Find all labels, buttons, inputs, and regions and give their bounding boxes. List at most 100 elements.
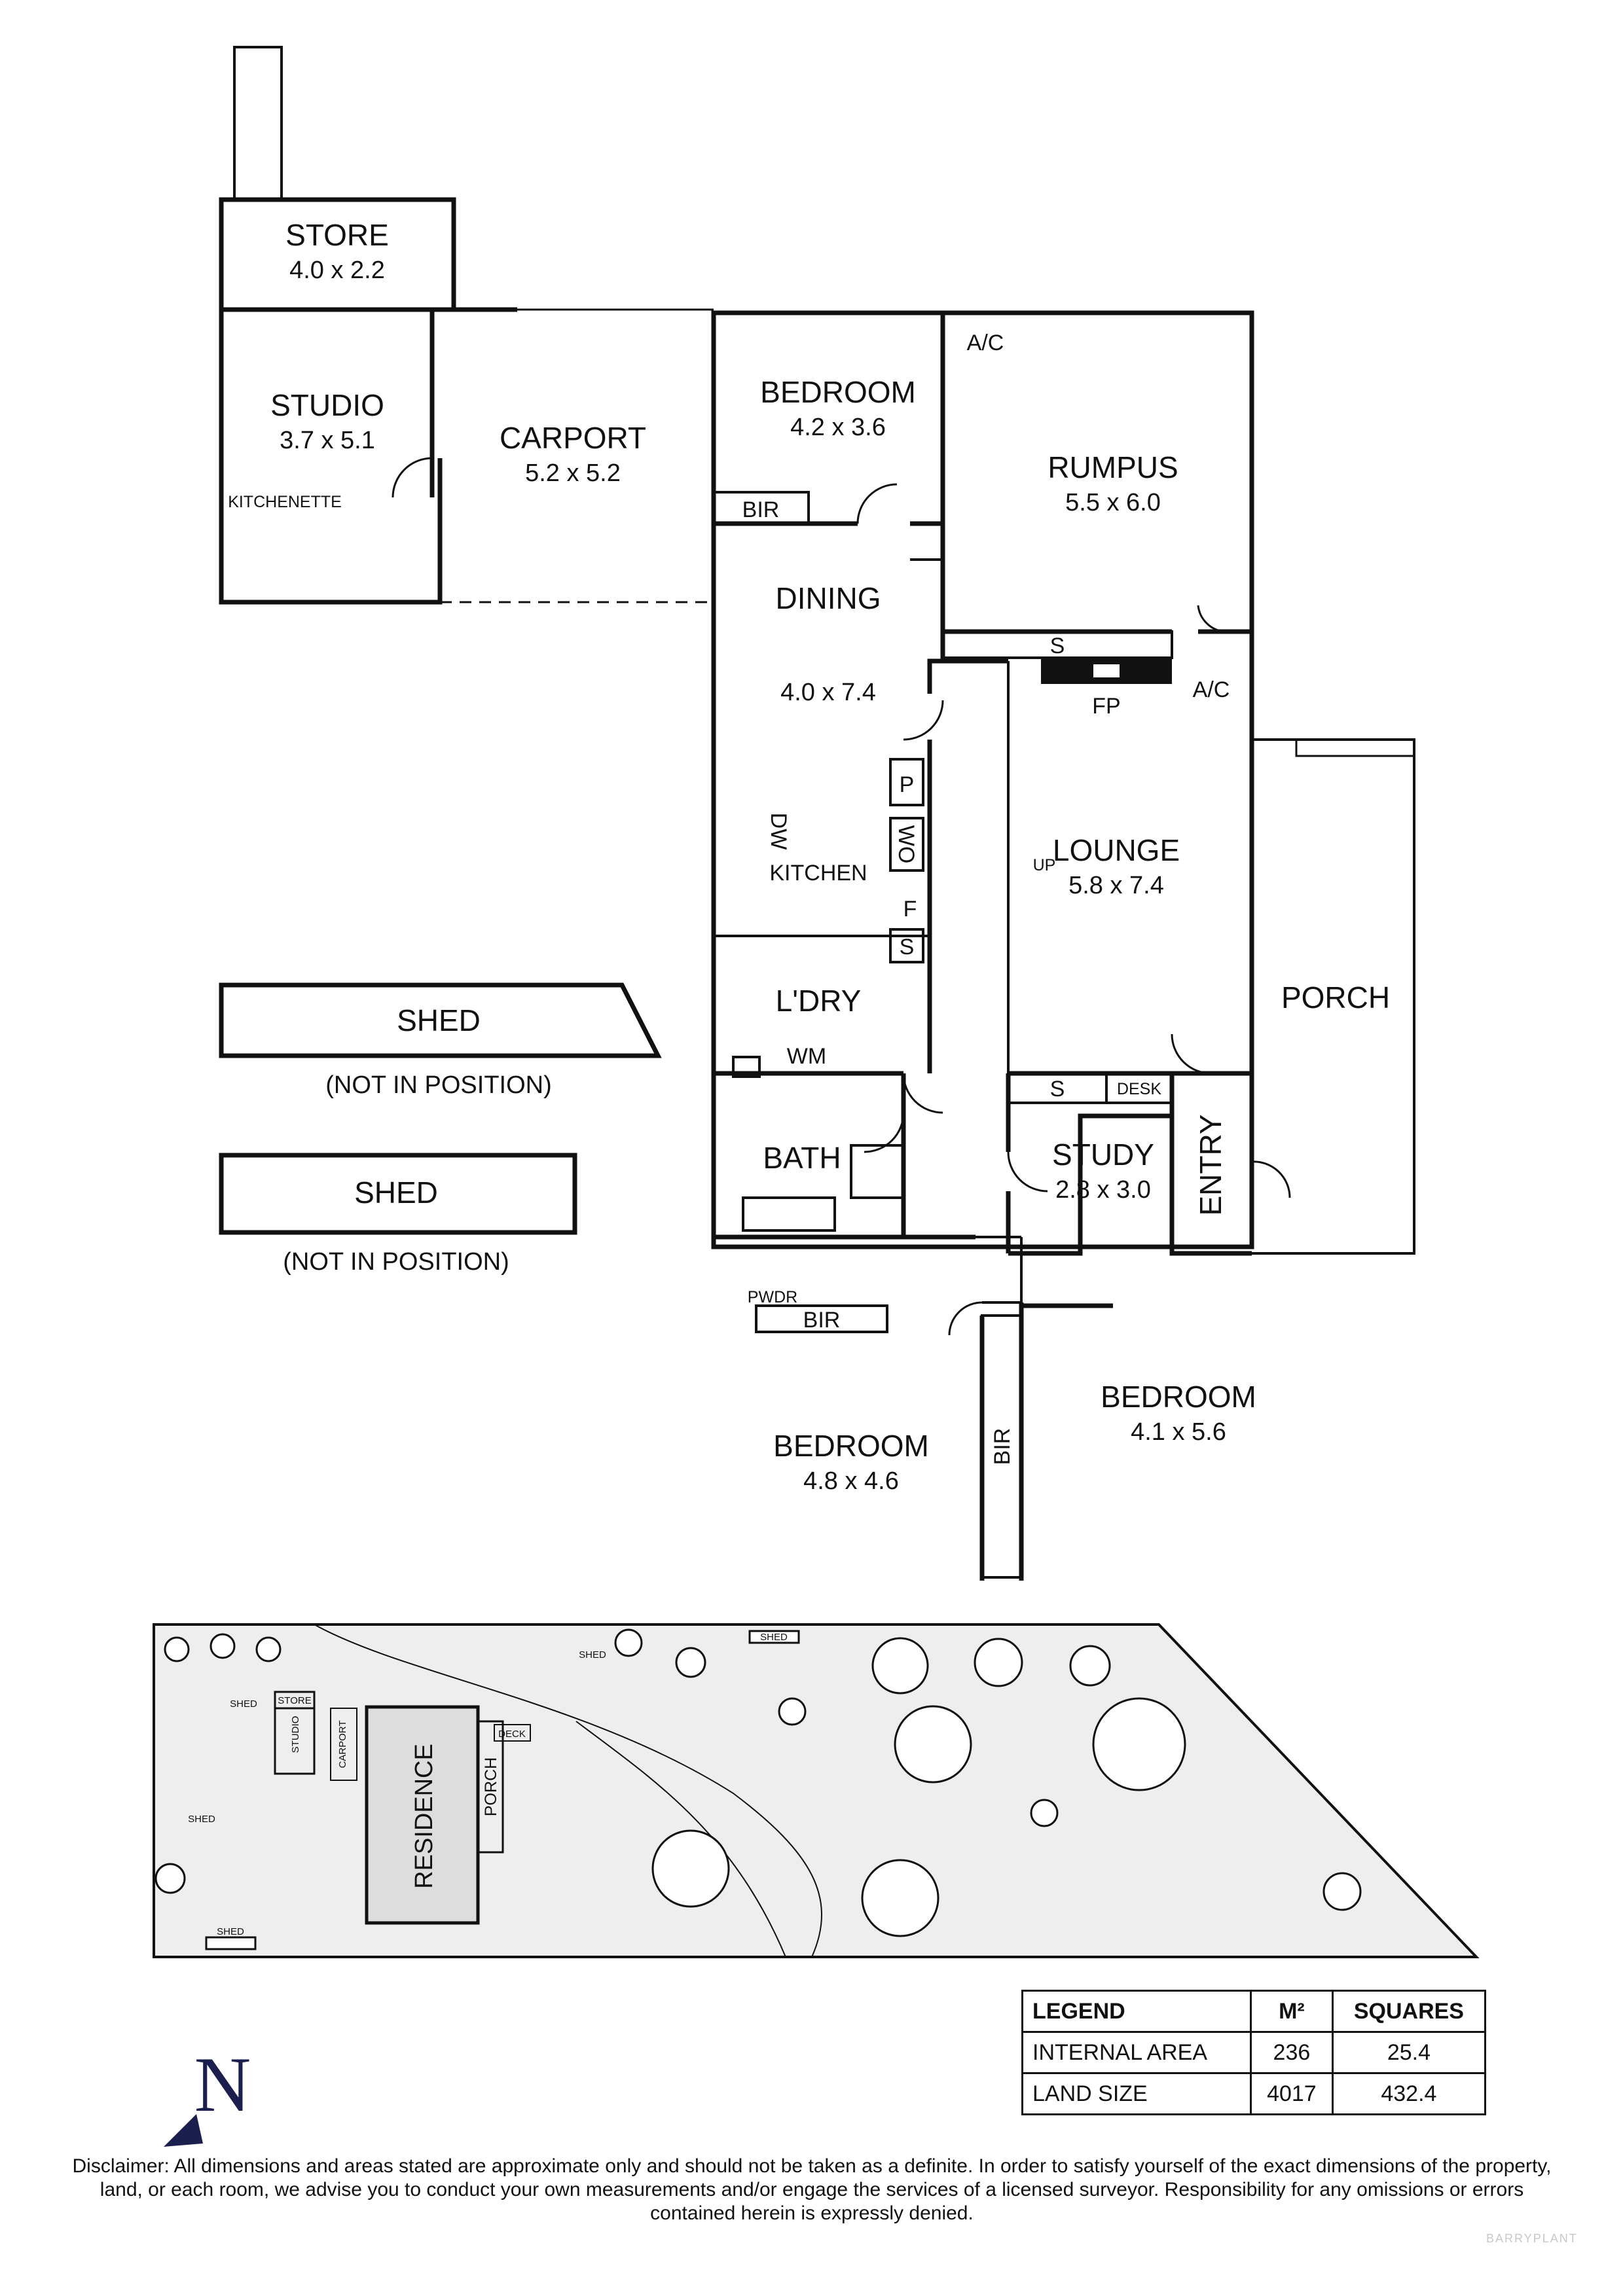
tree bbox=[1092, 1697, 1186, 1791]
lounge-dim: 5.8 x 7.4 bbox=[1068, 872, 1164, 899]
pantry-label: P bbox=[900, 772, 915, 797]
wm-label: WM bbox=[787, 1044, 826, 1069]
laundry-name: L'DRY bbox=[776, 984, 862, 1018]
detached-sheds: SHED (NOT IN POSITION) SHED (NOT IN POSI… bbox=[219, 982, 662, 1276]
bir-label-1: BIR bbox=[742, 497, 780, 522]
entry-name: ENTRY bbox=[1194, 1114, 1228, 1215]
wall-oven-label: WO bbox=[894, 825, 919, 864]
site-store bbox=[274, 1691, 316, 1710]
shed-1-outline bbox=[219, 982, 662, 1058]
porch-name: PORCH bbox=[1281, 980, 1390, 1014]
bedroom1-name: BEDROOM bbox=[760, 375, 916, 409]
legend-row-squares: 432.4 bbox=[1331, 2072, 1487, 2115]
fixture-labels: BIR A/C S FP A/C P DW WO F S WM S DESK U… bbox=[742, 331, 1230, 1465]
pantry-box bbox=[889, 758, 924, 806]
study-name: STUDY bbox=[1052, 1138, 1154, 1172]
external-stairs bbox=[233, 46, 283, 201]
tree bbox=[255, 1636, 282, 1662]
lounge-name: LOUNGE bbox=[1053, 833, 1180, 867]
bedroom3-name: BEDROOM bbox=[1101, 1380, 1256, 1414]
studio-name: STUDIO bbox=[270, 388, 384, 422]
carport-door bbox=[392, 457, 433, 498]
shelf-label-1: S bbox=[1050, 634, 1065, 658]
tree bbox=[778, 1697, 807, 1726]
bir-box-2 bbox=[755, 1304, 888, 1333]
study-door bbox=[1007, 1151, 1048, 1193]
bir-label-2: BIR bbox=[803, 1308, 841, 1333]
bedroom-rumpus-wall bbox=[910, 313, 945, 526]
legend-header-row: LEGEND M² SQUARES bbox=[1021, 1990, 1487, 2033]
desk-box bbox=[1105, 1072, 1173, 1104]
rumpus-dim: 5.5 x 6.0 bbox=[1065, 489, 1161, 516]
lounge-entry-door bbox=[1171, 1033, 1212, 1075]
tree bbox=[675, 1647, 706, 1678]
watermark: BARRYPLANT bbox=[1486, 2232, 1578, 2245]
washing-machine bbox=[732, 1056, 761, 1078]
floor-plan-walls bbox=[219, 46, 1415, 1581]
tree bbox=[1322, 1872, 1362, 1911]
legend-row-squares: 25.4 bbox=[1331, 2031, 1487, 2074]
store-name: STORE bbox=[285, 218, 389, 252]
store-walls bbox=[219, 197, 456, 312]
shower bbox=[850, 1144, 905, 1199]
legend-row: INTERNAL AREA 236 25.4 bbox=[1021, 2031, 1487, 2074]
bedroom3-dim: 4.1 x 5.6 bbox=[1131, 1418, 1226, 1446]
site-porch bbox=[477, 1720, 504, 1854]
studio-dim: 3.7 x 5.1 bbox=[280, 427, 375, 454]
legend-row-label: LAND SIZE bbox=[1021, 2072, 1252, 2115]
shelf-label-2: S bbox=[900, 935, 915, 960]
wall-stub bbox=[910, 524, 944, 561]
kitchen-name: KITCHEN bbox=[769, 861, 867, 886]
tree bbox=[1069, 1645, 1111, 1687]
shed-1-note: (NOT IN POSITION) bbox=[325, 1071, 552, 1099]
site-shed-small-label: SHED bbox=[188, 1814, 215, 1825]
site-deck bbox=[494, 1724, 531, 1742]
bir-box-3 bbox=[981, 1314, 1023, 1579]
bedroom2-door bbox=[948, 1301, 983, 1336]
shed-2-label: SHED bbox=[354, 1175, 438, 1210]
dishwasher-label: DW bbox=[766, 813, 791, 850]
tree bbox=[164, 1636, 190, 1662]
ac-label-2: A/C bbox=[1193, 677, 1230, 702]
tree bbox=[614, 1628, 643, 1657]
door-swings bbox=[392, 457, 1291, 1336]
fixture-boxes bbox=[712, 491, 1173, 1579]
ac-door bbox=[1197, 605, 1225, 633]
dining-dim: 4.0 x 7.4 bbox=[780, 679, 876, 706]
dining-name: DINING bbox=[776, 581, 881, 615]
bir-label-3: BIR bbox=[990, 1428, 1015, 1465]
kitchenette-name: KITCHENETTE bbox=[228, 493, 342, 511]
bathtub bbox=[742, 1196, 836, 1232]
site-trees bbox=[155, 1628, 1362, 1937]
pwdr-name: PWDR bbox=[748, 1288, 797, 1306]
site-store-label: STORE bbox=[278, 1695, 311, 1706]
site-carport bbox=[330, 1708, 357, 1781]
laundry-door bbox=[902, 1073, 943, 1114]
north-pointer bbox=[164, 2114, 203, 2147]
rumpus-name: RUMPUS bbox=[1048, 450, 1178, 484]
fireplace-label: FP bbox=[1092, 694, 1120, 719]
north-arrow: N bbox=[157, 2041, 262, 2157]
site-shed-left-label: SHED bbox=[230, 1698, 257, 1710]
room-labels: STORE 4.0 x 2.2 STUDIO 3.7 x 5.1 KITCHEN… bbox=[228, 218, 1390, 1495]
legend-row-label: INTERNAL AREA bbox=[1021, 2031, 1252, 2074]
site-porch-label: PORCH bbox=[482, 1757, 500, 1816]
shelf-label-3: S bbox=[1050, 1077, 1065, 1102]
disclaimer-text: Disclaimer: All dimensions and areas sta… bbox=[72, 2155, 1552, 2224]
legend-row: LAND SIZE 4017 432.4 bbox=[1021, 2072, 1487, 2115]
site-residence-label: RESIDENCE bbox=[410, 1744, 438, 1889]
study-walls bbox=[1008, 1113, 1252, 1256]
site-carport-label: CARPORT bbox=[337, 1720, 348, 1768]
legend-row-m2: 236 bbox=[1249, 2031, 1334, 2074]
bedroom2-dim: 4.8 x 4.6 bbox=[803, 1467, 899, 1495]
north-icon: N bbox=[164, 2041, 251, 2147]
tree bbox=[1030, 1799, 1059, 1827]
tree bbox=[155, 1863, 186, 1894]
north-letter: N bbox=[194, 2049, 251, 2128]
site-deck-label: DECK bbox=[498, 1729, 526, 1740]
site-shed-top-label: SHED bbox=[760, 1632, 788, 1643]
tree bbox=[871, 1637, 929, 1695]
bir-box-1 bbox=[712, 491, 810, 525]
front-door bbox=[1251, 1160, 1291, 1198]
